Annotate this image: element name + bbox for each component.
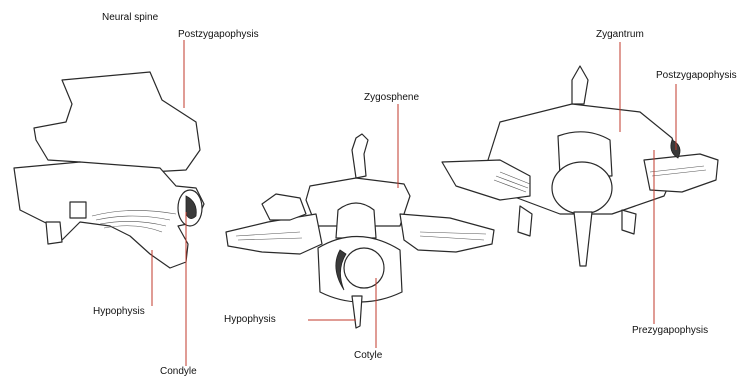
label-cotyle: Cotyle [354,350,382,362]
label-zygantrum: Zygantrum [596,29,644,41]
label-condyle: Condyle [160,366,197,378]
lateral-view-vertebra [14,72,204,268]
label-zygosphene: Zygosphene [364,92,419,104]
label-prezygapophysis: Prezygapophysis [632,325,708,337]
label-postzygapophysis-left: Postzygapophysis [178,29,259,41]
label-hypophysis-left: Hypophysis [93,306,145,318]
label-neural-spine: Neural spine [102,12,158,24]
label-postzygapophysis-right: Postzygapophysis [656,70,737,82]
label-hypophysis-center: Hypophysis [224,314,276,326]
